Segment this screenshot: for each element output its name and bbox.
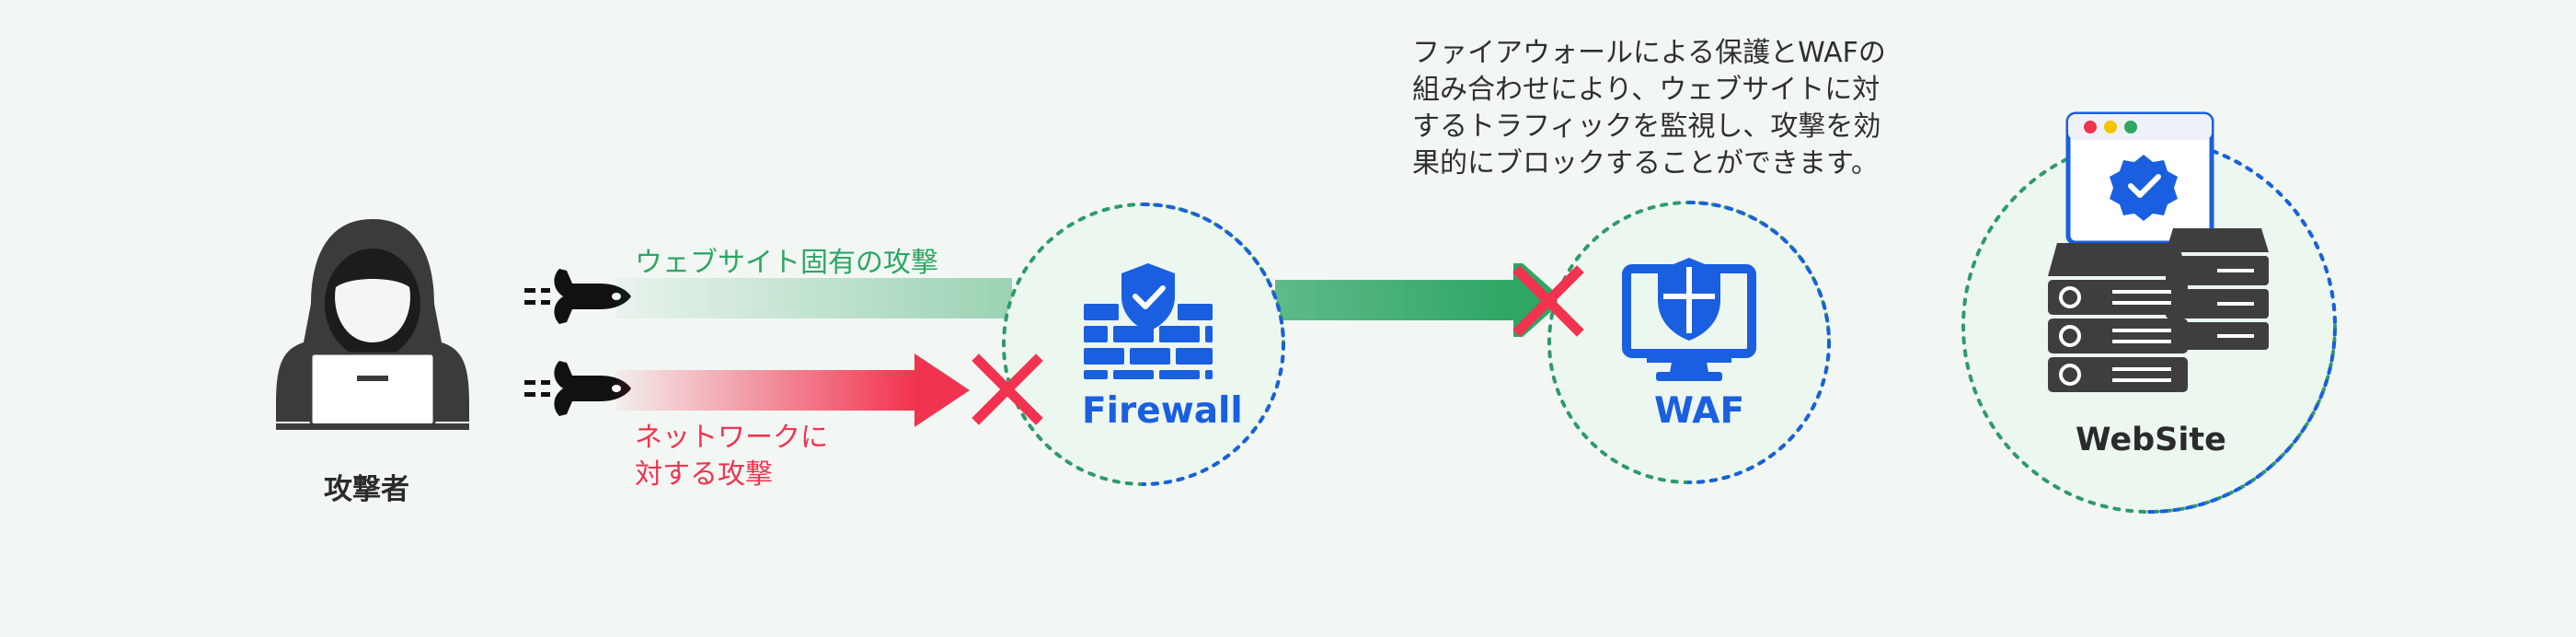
network-attack-arrow (616, 353, 970, 427)
app-attack-label: ウェブサイト固有の攻撃 (635, 247, 938, 279)
firewall-circle-blue-arc (1142, 203, 1285, 486)
block-x-icon-firewall (972, 353, 1043, 425)
waf-circle-blue-arc (1687, 201, 1831, 484)
hacker-icon (276, 219, 469, 430)
monitor-shield-icon (1622, 258, 1756, 381)
website-circle-blue-arc (2147, 138, 2337, 514)
network-attack-label-line1: ネットワークに (635, 422, 828, 454)
app-attack-arrow-body (616, 278, 1012, 318)
description-line4: 果的にブロックすることができます。 (1412, 147, 1879, 180)
description-text: ファイアウォールによる保護とWAFの 組み合わせにより、ウェブサイトに対 するト… (1412, 35, 1927, 182)
description-line1: ファイアウォールによる保護とWAFの (1412, 37, 1886, 69)
attacker-label: 攻撃者 (324, 473, 409, 506)
waf-label: WAF (1654, 390, 1745, 432)
firewall-shield-icon (1084, 263, 1213, 379)
description-line2: 組み合わせにより、ウェブサイトに対 (1412, 74, 1880, 106)
website-label: WebSite (2076, 422, 2226, 458)
block-x-icon-waf (1512, 265, 1584, 337)
description-line3: するトラフィックを監視し、攻撃を効 (1412, 110, 1881, 143)
missile-icon-top (524, 269, 631, 324)
firewall-label: Firewall (1082, 390, 1243, 432)
network-attack-label-line2: 対する攻撃 (635, 458, 773, 491)
missile-icon-bottom (524, 361, 631, 416)
firewall-circle (1002, 203, 1285, 486)
verified-badge-icon (2110, 155, 2178, 221)
waf-circle (1547, 201, 1831, 484)
server-stack-icon (2048, 228, 2269, 392)
network-attack-label: ネットワークに 対する攻撃 (635, 420, 828, 493)
